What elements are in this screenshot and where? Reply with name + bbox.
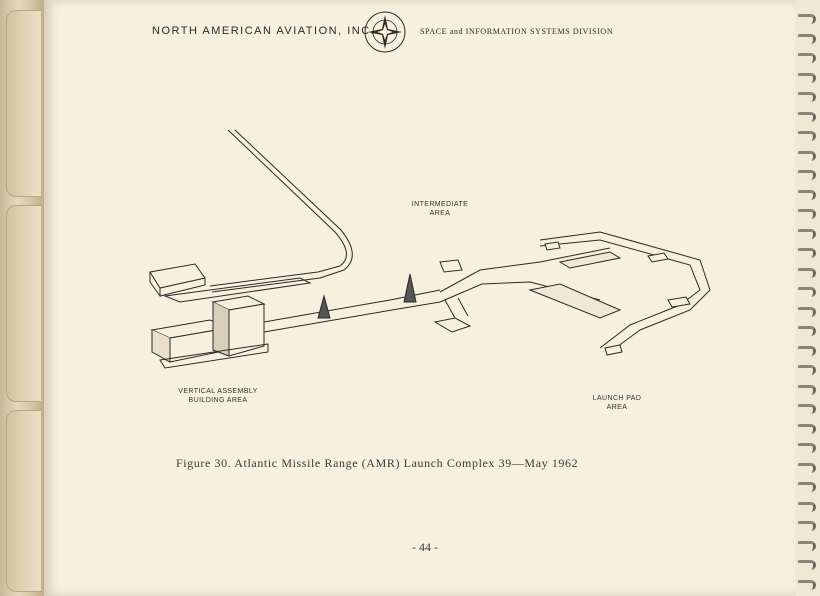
binder-edge [0,0,44,596]
spiral-coil [798,579,816,590]
spiral-coil [798,111,816,122]
page-header: NORTH AMERICAN AVIATION, INC. SPACE and … [152,10,652,53]
spiral-coil [798,521,816,531]
spiral-coil [798,384,816,395]
spiral-coil [798,209,816,219]
launch-pad-building [604,344,623,356]
spiral-coil [798,443,816,453]
page-number: - 44 - [412,540,438,554]
spiral-coil [798,365,816,375]
vab-platform [163,277,312,303]
launch-pad-building [647,252,669,263]
spiral-coil [798,306,816,317]
spiral-binding [796,0,820,596]
spiral-coil [798,72,816,83]
vab-building [149,272,161,298]
spiral-coil [798,92,816,102]
star-compass-icon [364,11,406,53]
crawlerway-curve [211,129,353,293]
spiral-coil [798,33,816,44]
crawlerway-main [263,289,441,323]
intermediate-pad [439,259,463,273]
spiral-coil [798,560,816,570]
figure-caption: Figure 30. Atlantic Missile Range (AMR) … [176,456,579,470]
launch-complex-diagram [149,129,711,369]
spiral-coil [798,228,816,239]
crawlerway-main [263,301,441,333]
vab-building [159,278,206,297]
vab-area-label: VERTICAL ASSEMBLY BUILDING AREA [178,388,258,404]
intermediate-road [444,297,469,319]
company-name: NORTH AMERICAN AVIATION, INC. [152,25,376,37]
launch-pad-area-label: LAUNCH PAD AREA [592,395,642,411]
spiral-coil [798,287,816,297]
spiral-coil [798,482,816,492]
spiral-coil [798,404,816,414]
spiral-coil [798,462,816,473]
binder-tab [6,205,41,402]
spiral-coil [798,326,816,336]
mobile-launcher [403,273,417,303]
binder-tab [6,10,41,197]
launch-pad-building [544,241,561,251]
binder-tab [6,410,41,592]
intermediate-area-label: INTERMEDIATE AREA [411,201,469,217]
launch-pad-structure [558,251,622,269]
spiral-coil [798,423,816,434]
spiral-coil [798,131,816,141]
spiral-coil [798,53,816,63]
mobile-launcher [317,294,331,319]
vab-base [159,343,269,369]
spiral-coil [798,189,816,200]
launch-pad-building [667,296,691,308]
division-name: SPACE and INFORMATION SYSTEMS DIVISION [420,27,614,36]
spiral-coil [798,150,816,161]
vab-tower [228,303,265,357]
launch-pad-structure [528,283,622,319]
spiral-coil [798,501,816,512]
vab-tower [212,302,230,357]
launch-pad-perimeter [539,231,711,353]
vab-building [149,263,206,289]
spiral-coil [798,170,816,180]
launch-pad-perimeter [539,239,701,349]
intermediate-pad [433,317,472,333]
launch-pad-road [439,247,611,293]
crawlerway-curve [209,129,347,287]
spiral-coil [798,248,816,258]
spiral-coil [798,345,816,356]
spiral-coil [798,540,816,551]
spiral-coil [798,14,816,24]
spiral-coil [798,267,816,278]
